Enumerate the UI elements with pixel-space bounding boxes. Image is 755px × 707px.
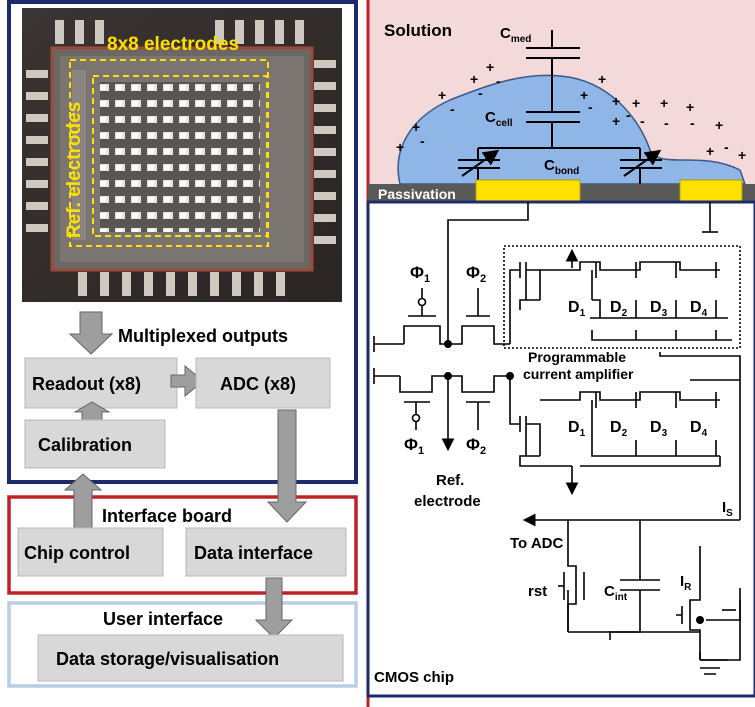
- adc-label: ADC (x8): [220, 374, 296, 394]
- cint-label: Cint: [604, 583, 628, 603]
- svg-text:+: +: [598, 71, 606, 87]
- is-label: IS: [722, 499, 733, 519]
- current-amplifier-label: current amplifier: [523, 366, 634, 382]
- phi2-top-label: Φ2: [466, 263, 486, 285]
- electrode-pad-1: [476, 180, 580, 202]
- svg-text:-: -: [420, 133, 425, 149]
- svg-text:+: +: [396, 139, 404, 155]
- svg-text:-: -: [478, 85, 483, 101]
- calibration-block: Calibration: [25, 420, 165, 468]
- junction-dot-4: [696, 616, 704, 624]
- interface-board-label: Interface board: [102, 506, 232, 526]
- svg-text:+: +: [580, 87, 588, 103]
- svg-text:+: +: [715, 117, 723, 133]
- arrow-adc-to-datainterface: [268, 410, 306, 522]
- ir-label: IR: [680, 573, 692, 593]
- phi1-top-label: Φ1: [410, 263, 430, 285]
- svg-text:-: -: [690, 115, 695, 131]
- d1-top-label: D1: [568, 299, 586, 319]
- phi2-bottom-label: Φ2: [466, 435, 486, 457]
- svg-text:-: -: [640, 113, 645, 129]
- rst-label: rst: [528, 583, 547, 600]
- data-interface-label: Data interface: [194, 543, 313, 563]
- d2-bottom-label: D2: [610, 419, 628, 439]
- svg-text:+: +: [438, 87, 446, 103]
- svg-text:+: +: [612, 93, 620, 109]
- arrow-datainterface-to-storage: [256, 578, 292, 638]
- svg-text:+: +: [412, 119, 420, 135]
- svg-text:+: +: [686, 99, 694, 115]
- chip-control-block: Chip control: [18, 528, 163, 576]
- multiplexed-outputs-label: Multiplexed outputs: [118, 326, 288, 346]
- electrode-pad-2: [680, 180, 742, 202]
- chip-control-label: Chip control: [24, 543, 130, 563]
- svg-text:+: +: [612, 113, 620, 129]
- svg-text:-: -: [588, 99, 593, 115]
- svg-text:+: +: [660, 95, 668, 111]
- svg-text:+: +: [470, 71, 478, 87]
- ref-electrodes-label: Ref. electrodes: [64, 102, 85, 238]
- passivation-label: Passivation: [378, 186, 456, 202]
- electrodes-label: 8x8 electrodes: [107, 34, 239, 55]
- d1-bottom-label: D1: [568, 419, 586, 439]
- readout-block: Readout (x8): [25, 358, 177, 408]
- d4-top-label: D4: [690, 299, 708, 319]
- programmable-label: Programmable: [528, 349, 626, 365]
- data-interface-block: Data interface: [186, 528, 346, 576]
- junction-dot-2: [444, 372, 452, 380]
- svg-text:+: +: [632, 95, 640, 111]
- data-storage-block: Data storage/visualisation: [38, 635, 343, 681]
- readout-label: Readout (x8): [32, 374, 141, 394]
- arrow-chip-to-readout: [70, 312, 112, 354]
- data-storage-label: Data storage/visualisation: [56, 649, 279, 669]
- user-interface-label: User interface: [103, 609, 223, 629]
- svg-text:-: -: [496, 73, 501, 89]
- electrode-label: electrode: [414, 493, 481, 510]
- d3-bottom-label: D3: [650, 419, 668, 439]
- svg-text:+: +: [738, 147, 746, 163]
- solution-label: Solution: [384, 21, 452, 40]
- d2-top-label: D2: [610, 299, 628, 319]
- cmos-chip-label: CMOS chip: [374, 669, 454, 686]
- svg-text:-: -: [724, 139, 729, 155]
- calibration-label: Calibration: [38, 435, 132, 455]
- ref-label: Ref.: [436, 472, 464, 489]
- d3-top-label: D3: [650, 299, 668, 319]
- svg-text:+: +: [706, 143, 714, 159]
- svg-text:-: -: [626, 107, 631, 123]
- junction-dot-1: [444, 340, 452, 348]
- svg-text:-: -: [450, 101, 455, 117]
- svg-text:+: +: [486, 59, 494, 75]
- d4-bottom-label: D4: [690, 419, 708, 439]
- svg-text:-: -: [664, 115, 669, 131]
- junction-dot-3: [506, 372, 514, 380]
- to-adc-label: To ADC: [510, 535, 563, 552]
- phi1-bottom-label: Φ1: [404, 435, 424, 457]
- adc-block: ADC (x8): [196, 358, 330, 408]
